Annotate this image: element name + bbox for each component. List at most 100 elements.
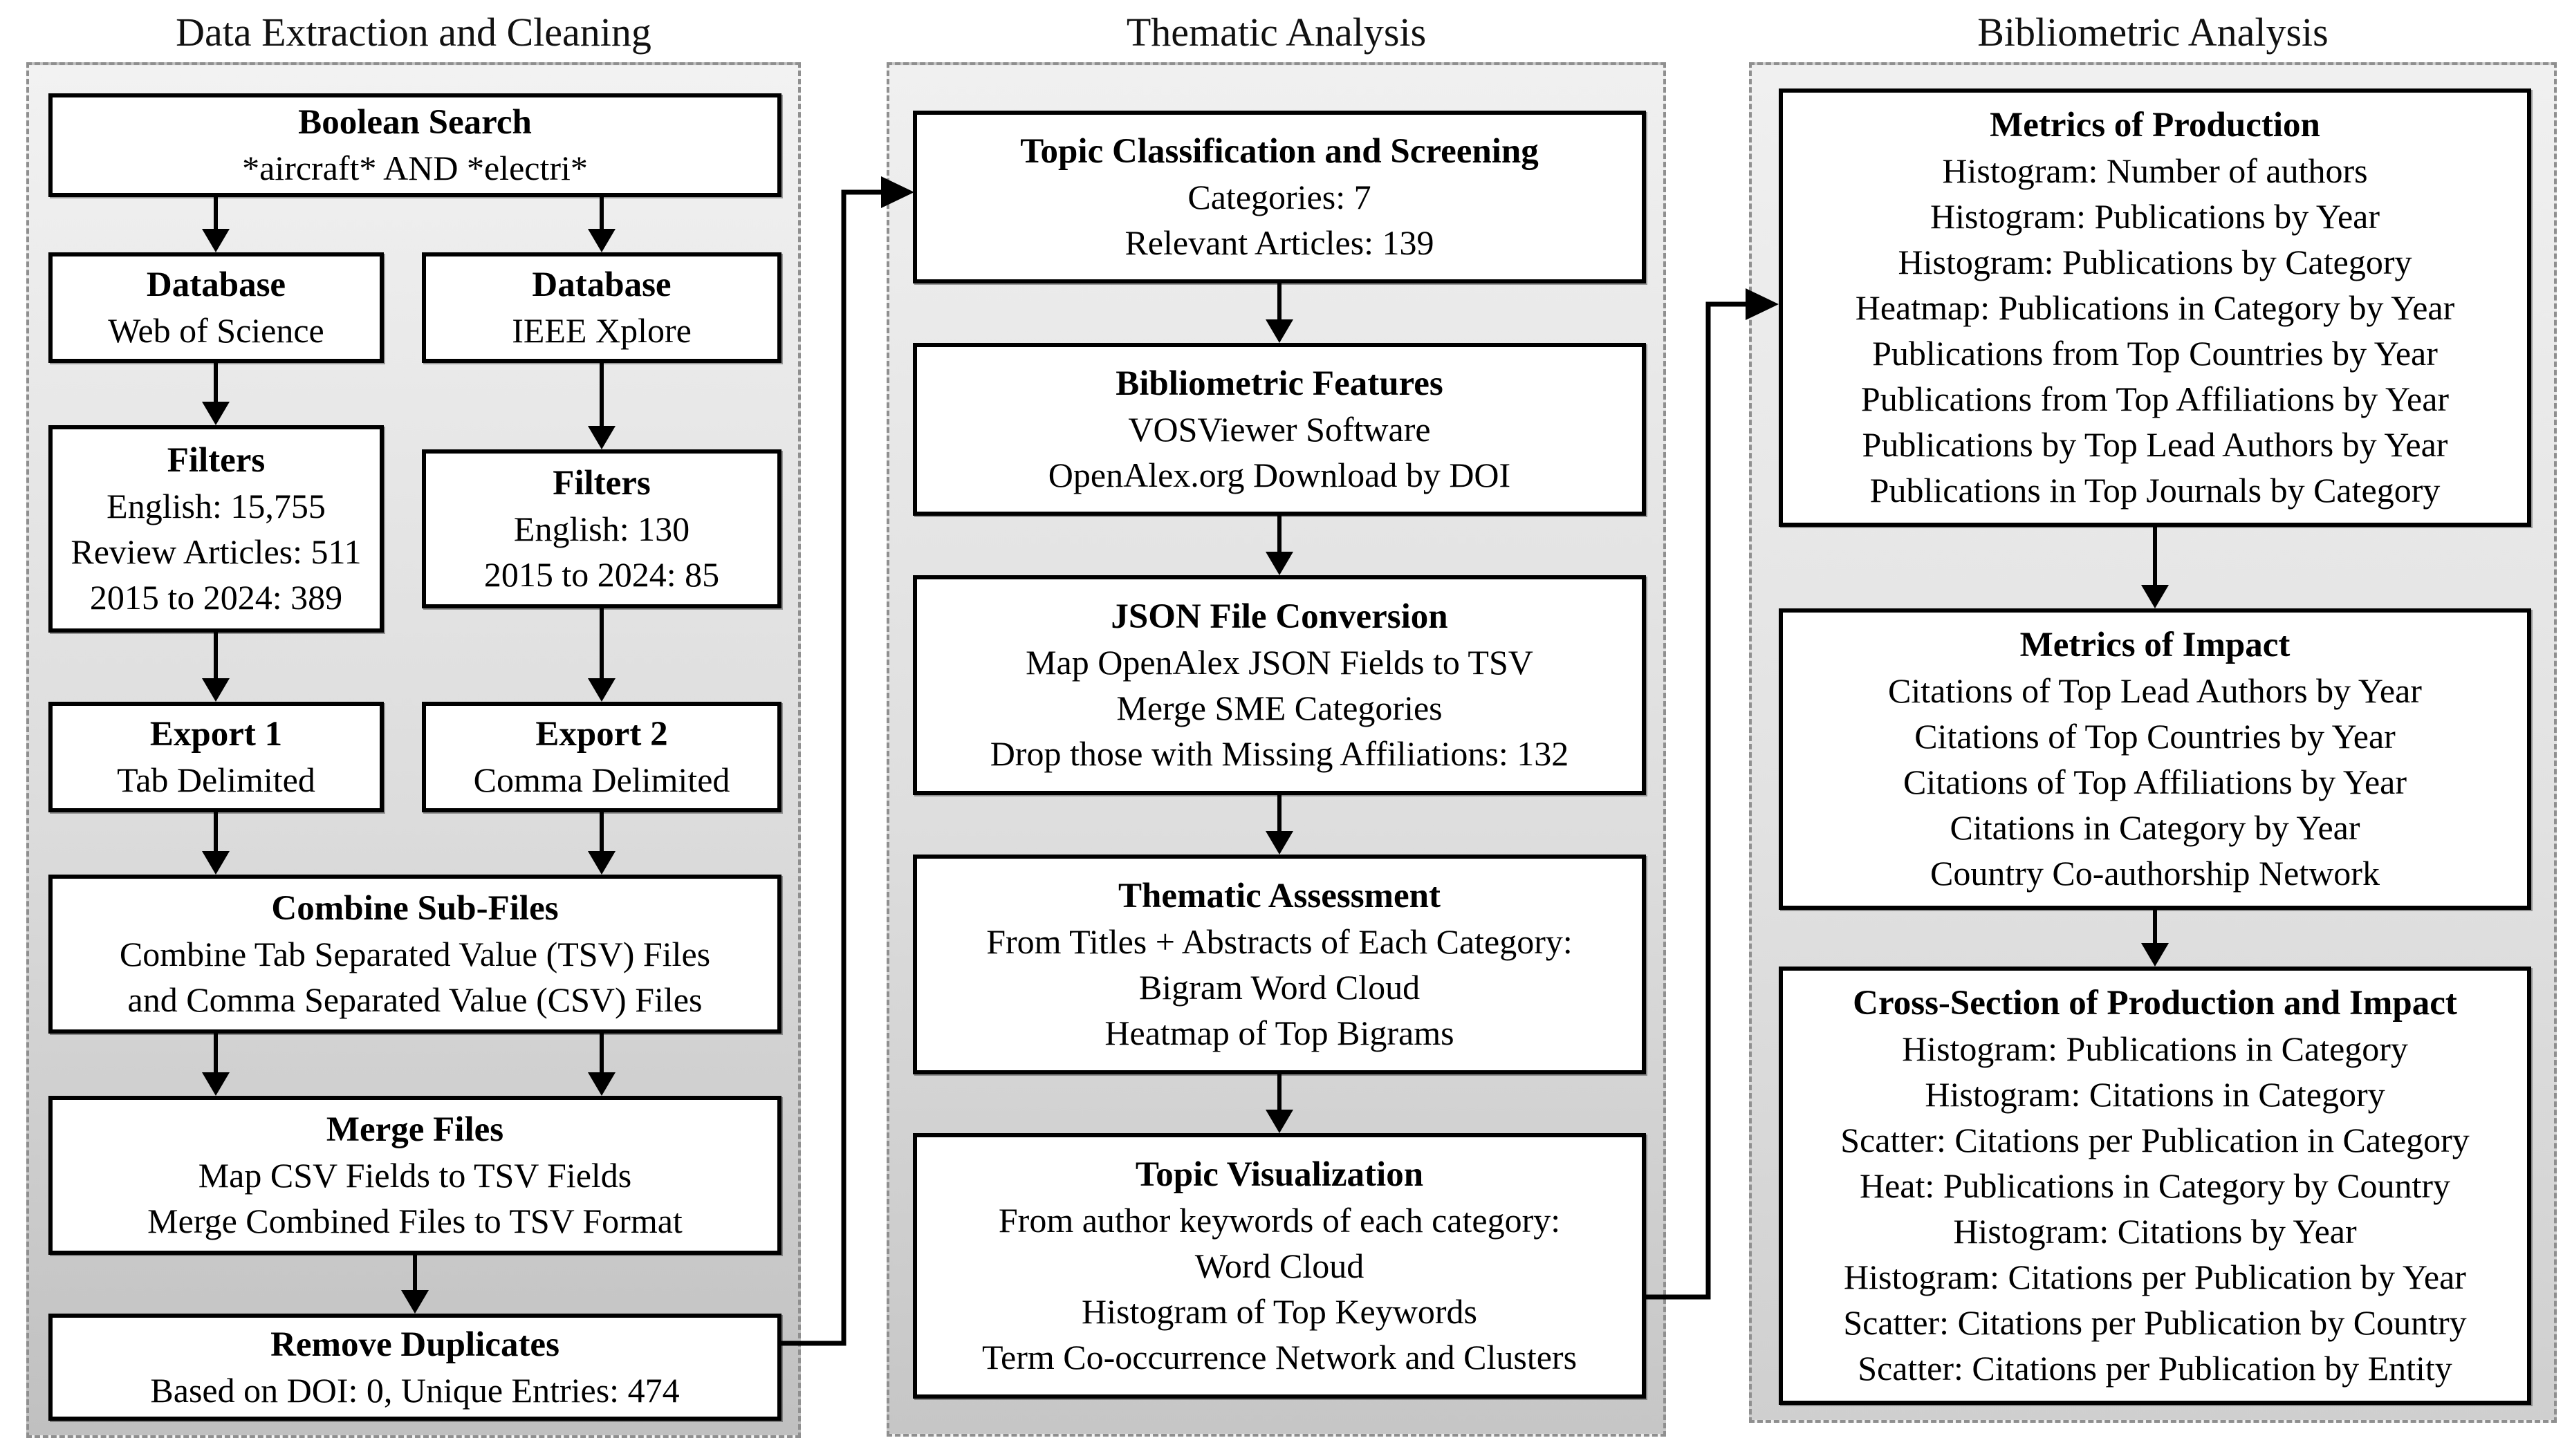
down-arrow-icon — [2141, 527, 2169, 608]
box-line: Heat: Publications in Category by Countr… — [1859, 1166, 2451, 1205]
metrics-production-box: Metrics of Production Histogram: Number … — [1779, 88, 2531, 527]
box-title: Filters — [553, 464, 651, 503]
box-title: Topic Visualization — [1135, 1155, 1424, 1194]
down-arrow-icon — [1266, 795, 1293, 855]
json-conversion-box: JSON File Conversion Map OpenAlex JSON F… — [913, 575, 1646, 795]
box-line: Publications from Top Countries by Year — [1872, 334, 2438, 373]
down-arrow-icon — [202, 1034, 230, 1096]
box-line: Categories: 7 — [1187, 178, 1371, 216]
box-title: Topic Classification and Screening — [1020, 132, 1539, 171]
box-title: Boolean Search — [298, 103, 532, 142]
down-arrow-icon — [202, 197, 230, 252]
box-line: Histogram of Top Keywords — [1082, 1292, 1477, 1331]
box-line: Heatmap of Top Bigrams — [1104, 1014, 1454, 1052]
box-line: Scatter: Citations per Publication in Ca… — [1840, 1121, 2470, 1159]
box-line: Scatter: Citations per Publication by Co… — [1843, 1303, 2467, 1342]
boolean-search-box: Boolean Search *aircraft* AND *electri* — [48, 93, 781, 197]
box-title: Filters — [167, 441, 266, 480]
box-line: Histogram: Citations by Year — [1953, 1212, 2357, 1251]
combine-subfiles-box: Combine Sub-Files Combine Tab Separated … — [48, 875, 781, 1034]
box-title: Merge Files — [326, 1110, 504, 1149]
box-line: Tab Delimited — [117, 760, 315, 799]
down-arrow-icon — [1266, 283, 1293, 343]
box-title: JSON File Conversion — [1111, 597, 1448, 636]
box-title: Metrics of Production — [1990, 106, 2320, 144]
box-line: Map CSV Fields to TSV Fields — [198, 1156, 632, 1195]
box-title: Database — [146, 265, 286, 304]
box-line: Citations of Top Countries by Year — [1914, 717, 2396, 756]
down-arrow-icon — [588, 608, 616, 702]
down-arrow-icon — [202, 633, 230, 702]
down-arrow-icon — [202, 363, 230, 425]
box-line: IEEE Xplore — [512, 311, 692, 350]
box-line: Histogram: Publications in Category — [1902, 1029, 2408, 1068]
thematic-assessment-box: Thematic Assessment From Titles + Abstra… — [913, 855, 1646, 1074]
box-title: Metrics of Impact — [2019, 626, 2291, 664]
box-line: Histogram: Citations in Category — [1925, 1075, 2385, 1114]
box-title: Remove Duplicates — [270, 1325, 559, 1364]
box-line: Publications from Top Affiliations by Ye… — [1860, 380, 2450, 418]
filters-wos-box: Filters English: 15,755 Review Articles:… — [48, 425, 384, 633]
box-line: Drop those with Missing Affiliations: 13… — [990, 734, 1569, 773]
down-arrow-icon — [2141, 910, 2169, 967]
export2-box: Export 2 Comma Delimited — [422, 702, 781, 812]
box-line: Review Articles: 511 — [71, 532, 362, 571]
down-arrow-icon — [202, 812, 230, 875]
box-line: 2015 to 2024: 389 — [89, 578, 343, 617]
metrics-impact-box: Metrics of Impact Citations of Top Lead … — [1779, 608, 2531, 910]
export1-box: Export 1 Tab Delimited — [48, 702, 384, 812]
column-title-thematic-analysis: Thematic Analysis — [1126, 10, 1427, 55]
box-line: Relevant Articles: 139 — [1125, 223, 1434, 262]
box-line: 2015 to 2024: 85 — [483, 555, 720, 594]
database-ieee-box: Database IEEE Xplore — [422, 252, 781, 363]
box-line: Country Co-authorship Network — [1930, 854, 2380, 893]
down-arrow-icon — [588, 363, 616, 449]
bibliometric-features-box: Bibliometric Features VOSViewer Software… — [913, 343, 1646, 516]
box-line: Comma Delimited — [473, 760, 730, 799]
remove-duplicates-box: Remove Duplicates Based on DOI: 0, Uniqu… — [48, 1314, 781, 1421]
box-line: Histogram: Citations per Publication by … — [1844, 1258, 2466, 1296]
merge-files-box: Merge Files Map CSV Fields to TSV Fields… — [48, 1096, 781, 1255]
box-title: Combine Sub-Files — [271, 889, 559, 928]
box-title: Cross-Section of Production and Impact — [1853, 984, 2457, 1023]
box-title: Thematic Assessment — [1118, 877, 1441, 915]
column-title-bibliometric-analysis: Bibliometric Analysis — [1977, 10, 2329, 55]
box-line: English: 15,755 — [107, 487, 326, 525]
box-line: Publications in Top Journals by Category — [1869, 471, 2441, 510]
box-line: *aircraft* AND *electri* — [242, 149, 588, 187]
filters-ieee-box: Filters English: 130 2015 to 2024: 85 — [422, 449, 781, 608]
column-title-data-extraction: Data Extraction and Cleaning — [176, 10, 651, 55]
box-line: Bigram Word Cloud — [1138, 968, 1421, 1007]
box-line: Map OpenAlex JSON Fields to TSV — [1026, 643, 1533, 682]
box-line: Heatmap: Publications in Category by Yea… — [1855, 288, 2455, 327]
box-line: Histogram: Publications by Year — [1930, 197, 2380, 236]
box-line: Citations of Top Affiliations by Year — [1903, 763, 2407, 801]
box-line: Citations in Category by Year — [1950, 808, 2360, 847]
box-line: Term Co-occurrence Network and Clusters — [981, 1338, 1577, 1376]
box-line: VOSViewer Software — [1128, 410, 1431, 449]
box-title: Bibliometric Features — [1116, 364, 1443, 403]
box-line: Merge SME Categories — [1116, 689, 1443, 727]
box-line: Publications by Top Lead Authors by Year — [1862, 425, 2448, 464]
box-line: Histogram: Publications by Category — [1898, 243, 2412, 281]
down-arrow-icon — [588, 197, 616, 252]
down-arrow-icon — [401, 1255, 429, 1314]
box-line: From Titles + Abstracts of Each Category… — [986, 922, 1573, 961]
box-line: Web of Science — [108, 311, 324, 350]
topic-classification-box: Topic Classification and Screening Categ… — [913, 111, 1646, 283]
topic-visualization-box: Topic Visualization From author keywords… — [913, 1133, 1646, 1399]
box-line: Word Cloud — [1194, 1247, 1364, 1285]
box-line: Histogram: Number of authors — [1942, 151, 2368, 190]
down-arrow-icon — [588, 1034, 616, 1096]
down-arrow-icon — [1266, 516, 1293, 575]
box-line: English: 130 — [513, 510, 690, 548]
database-wos-box: Database Web of Science — [48, 252, 384, 363]
down-arrow-icon — [588, 812, 616, 875]
box-line: and Comma Separated Value (CSV) Files — [127, 980, 703, 1019]
box-line: From author keywords of each category: — [998, 1201, 1561, 1240]
box-line: Merge Combined Files to TSV Format — [147, 1202, 683, 1240]
box-line: Citations of Top Lead Authors by Year — [1888, 671, 2422, 710]
box-title: Export 2 — [535, 715, 668, 754]
box-line: Combine Tab Separated Value (TSV) Files — [119, 935, 711, 973]
